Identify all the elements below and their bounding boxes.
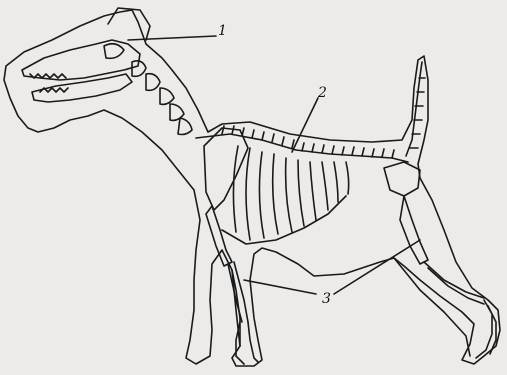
tibia xyxy=(424,262,484,304)
leader-line-1 xyxy=(128,36,216,40)
radius-ulna xyxy=(228,262,248,322)
leader-line-3b xyxy=(334,240,420,294)
callout-label-2: 2 xyxy=(318,86,327,100)
femur xyxy=(400,196,428,264)
pelvis xyxy=(384,162,420,196)
far-hindleg-outline xyxy=(394,258,470,356)
orbit xyxy=(104,44,124,59)
ear-outline xyxy=(108,8,150,40)
body-outline xyxy=(4,10,500,366)
ribcage xyxy=(233,146,348,240)
humerus xyxy=(206,206,232,266)
lower-teeth xyxy=(40,88,68,92)
upper-teeth xyxy=(30,74,66,78)
cervical-vertebrae xyxy=(132,61,192,135)
callout-label-1: 1 xyxy=(218,24,227,38)
scapula xyxy=(204,128,248,210)
callout-label-3: 3 xyxy=(322,292,331,306)
leader-line-3a xyxy=(244,280,316,294)
